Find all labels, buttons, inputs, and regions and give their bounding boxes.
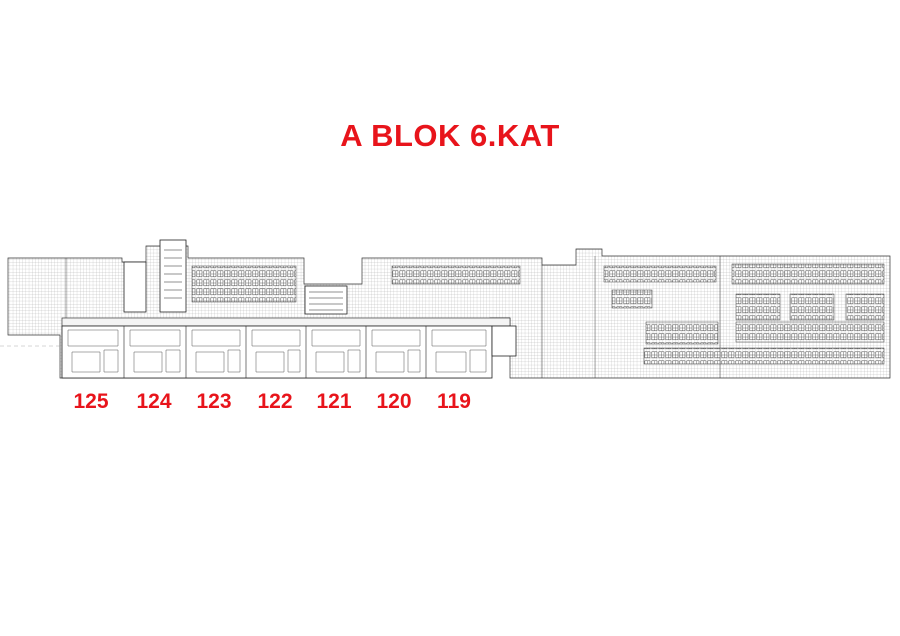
unit-label-120: 120 — [376, 390, 412, 413]
seating-blocks — [191, 263, 885, 365]
apartment-row — [0, 317, 517, 379]
unit-label-122: 122 — [257, 390, 293, 413]
unit-label-124: 124 — [136, 390, 172, 413]
unit-label-119: 119 — [437, 390, 471, 413]
unit-label-125: 125 — [73, 390, 109, 413]
floor-title: A BLOK 6.KAT — [340, 118, 560, 153]
unit-label-123: 123 — [196, 390, 232, 413]
stair-core — [123, 239, 348, 315]
unit-label-121: 121 — [316, 390, 352, 413]
floor-plan-drawing — [0, 239, 891, 379]
